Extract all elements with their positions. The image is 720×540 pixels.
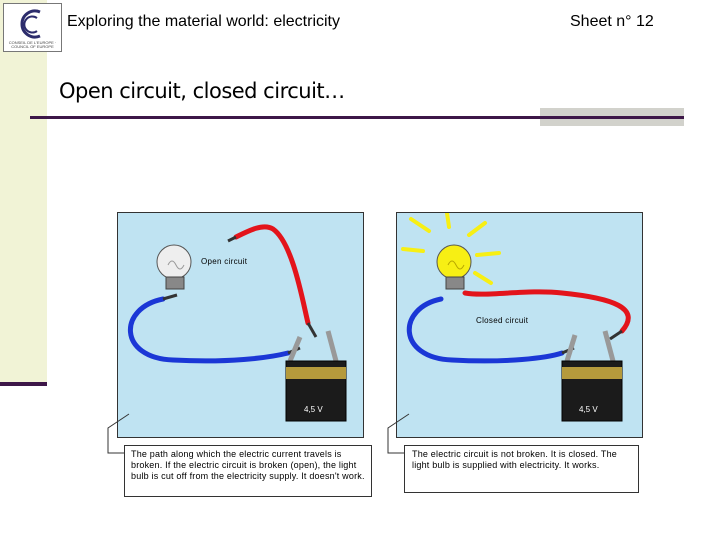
closed-circuit-caption: The electric circuit is not broken. It i… <box>412 449 618 470</box>
closed-circuit-panel: Closed circuit 4,5 V <box>396 212 643 438</box>
closed-battery-voltage: 4,5 V <box>579 405 598 414</box>
council-of-europe-logo: CONSEIL DE L'EUROPE · COUNCIL OF EUROPE <box>3 3 62 52</box>
title-rule <box>30 116 684 119</box>
page-title: Open circuit, closed circuit… <box>59 79 345 103</box>
logo-caption: CONSEIL DE L'EUROPE · COUNCIL OF EUROPE <box>8 40 57 49</box>
sheet-number: Sheet n° 12 <box>570 13 654 30</box>
open-circuit-caption: The path along which the electric curren… <box>131 449 365 481</box>
bulb-socket-icon <box>165 276 185 290</box>
open-battery-voltage: 4,5 V <box>304 405 323 414</box>
closed-circuit-label: Closed circuit <box>476 316 529 325</box>
open-wire-end-icon <box>227 235 237 243</box>
battery-terminal-icon <box>564 334 578 362</box>
header-title: Exploring the material world: electricit… <box>67 13 340 30</box>
open-circuit-panel: Open circuit 4,5 V <box>117 212 364 438</box>
sidebar-band <box>0 0 47 385</box>
light-rays-icon <box>401 213 501 285</box>
open-circuit-illustration <box>127 224 347 422</box>
blue-wire <box>406 296 565 364</box>
closed-circuit-illustration <box>401 213 631 422</box>
closed-circuit-caption-box <box>404 445 639 493</box>
open-circuit-label: Open circuit <box>201 257 248 266</box>
battery-terminal-icon <box>287 336 303 362</box>
open-circuit-caption-box <box>124 445 372 497</box>
sidebar-divider <box>0 382 47 386</box>
red-wire <box>233 224 311 326</box>
bulb-socket-icon <box>445 276 465 290</box>
blue-wire <box>127 296 291 364</box>
red-wire <box>462 289 631 334</box>
